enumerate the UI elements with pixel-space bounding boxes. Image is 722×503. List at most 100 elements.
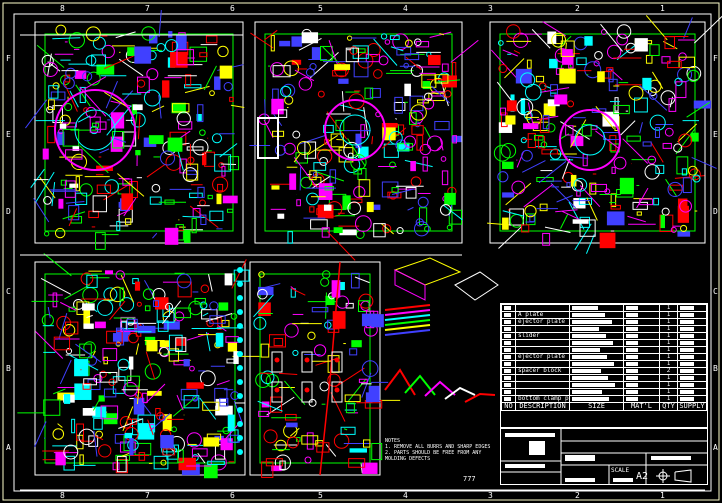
cad-entity: [258, 410, 270, 417]
cad-entity: [653, 197, 660, 206]
cad-entity: [141, 26, 156, 41]
cad-entity: [502, 217, 509, 230]
cavity-outline: [324, 99, 386, 161]
cad-entity: [593, 60, 600, 67]
cad-entity: [554, 48, 570, 63]
cad-entity: [134, 281, 141, 291]
cad-entity: [279, 372, 298, 375]
cad-entity: [446, 224, 453, 231]
cad-entity: [102, 348, 118, 362]
callout-balloon: [237, 337, 243, 343]
break-line: [319, 261, 341, 476]
cad-entity: [444, 90, 452, 98]
cad-entity: [145, 383, 166, 404]
title-block: A2 SCALE 777: [463, 428, 708, 485]
notes-title: NOTES: [385, 438, 401, 444]
bom-qty: 1: [659, 353, 678, 361]
cad-entity: [154, 297, 169, 310]
ejector-pin: [304, 357, 310, 363]
cad-entity: [35, 331, 64, 359]
cad-entity: [114, 434, 127, 444]
cad-entity: [619, 177, 634, 195]
cad-entity: [304, 456, 312, 464]
cad-entity: [122, 406, 134, 432]
bom-description: bottom clamp plate: [515, 395, 570, 403]
cad-entity: [298, 77, 313, 91]
cad-entity: [293, 153, 301, 163]
cad-entity: [171, 426, 177, 433]
cad-entity: [500, 107, 507, 116]
bom-row: ejector plate 1: [501, 353, 707, 361]
cad-entity: [168, 31, 173, 38]
cad-entity: [121, 193, 134, 210]
bom-qty: 2: [659, 367, 678, 375]
cad-entity: [122, 178, 133, 186]
cad-entity: [349, 348, 358, 356]
cad-entity: [366, 43, 381, 57]
cad-entity: [82, 287, 99, 304]
cad-entity: [258, 302, 271, 316]
cad-entity: [381, 122, 398, 128]
bom-no: [501, 374, 516, 382]
cad-entity: [581, 123, 592, 137]
cad-entity: [311, 47, 322, 60]
bom-row: 1: [501, 374, 707, 382]
cad-entity: [568, 201, 585, 230]
cad-entity: [229, 96, 234, 102]
cad-entity: [421, 74, 437, 88]
cad-entity: [115, 270, 125, 280]
cad-entity: [345, 402, 355, 414]
cad-entity: [180, 388, 198, 401]
ejector-pin: [304, 387, 310, 393]
bill-of-materials-table: 1 A plate 1 ejector plate 1 1 slider 1 1…: [500, 303, 708, 428]
cad-entity: [606, 67, 614, 72]
cad-entity: [636, 211, 642, 216]
cad-entity: [83, 76, 107, 90]
cad-entity: [600, 23, 623, 52]
cad-entity: [562, 49, 573, 65]
cad-entity: [227, 342, 238, 352]
cad-entity: [151, 183, 161, 193]
cad-entity: [423, 92, 433, 102]
cad-entity: [327, 373, 341, 387]
cad-entity: [115, 454, 131, 461]
cad-entity: [86, 274, 98, 288]
cad-entity: [291, 36, 303, 47]
cad-entity: [439, 137, 444, 151]
cad-entity: [186, 163, 199, 181]
cad-entity: [260, 343, 270, 358]
cad-entity: [338, 78, 349, 84]
bom-supply: [677, 367, 707, 375]
cad-entity: [634, 38, 648, 52]
cad-entity: [391, 188, 415, 195]
bom-qty: 1: [659, 360, 678, 368]
cad-entity: [647, 155, 657, 165]
cad-entity: [60, 179, 68, 186]
cad-entity: [404, 159, 433, 168]
cad-entity: [373, 38, 398, 66]
cad-entity: [205, 35, 218, 44]
cad-entity: [639, 198, 654, 206]
cad-entity: [197, 104, 204, 123]
bom-qty: 1: [659, 381, 678, 389]
cad-entity: [366, 201, 374, 213]
cad-entity: [92, 36, 106, 50]
cad-entity: [46, 53, 52, 77]
cad-entity: [98, 444, 112, 458]
cad-entity: [589, 182, 597, 195]
cad-entity: [214, 154, 232, 172]
iso-view-a-side: [394, 269, 426, 301]
cad-entity: [152, 232, 158, 239]
cad-entity: [441, 63, 449, 72]
ejector-pocket: [271, 351, 283, 373]
cad-entity: [410, 104, 427, 121]
cad-entity: [216, 380, 230, 386]
cad-entity: [611, 166, 616, 174]
cad-entity: [667, 181, 683, 197]
cad-entity: [216, 193, 222, 205]
bom-description: [515, 381, 570, 389]
bom-header-material: MAT'L: [623, 402, 660, 411]
zone-column-label: 5: [318, 491, 323, 500]
cad-entity: [358, 378, 368, 383]
